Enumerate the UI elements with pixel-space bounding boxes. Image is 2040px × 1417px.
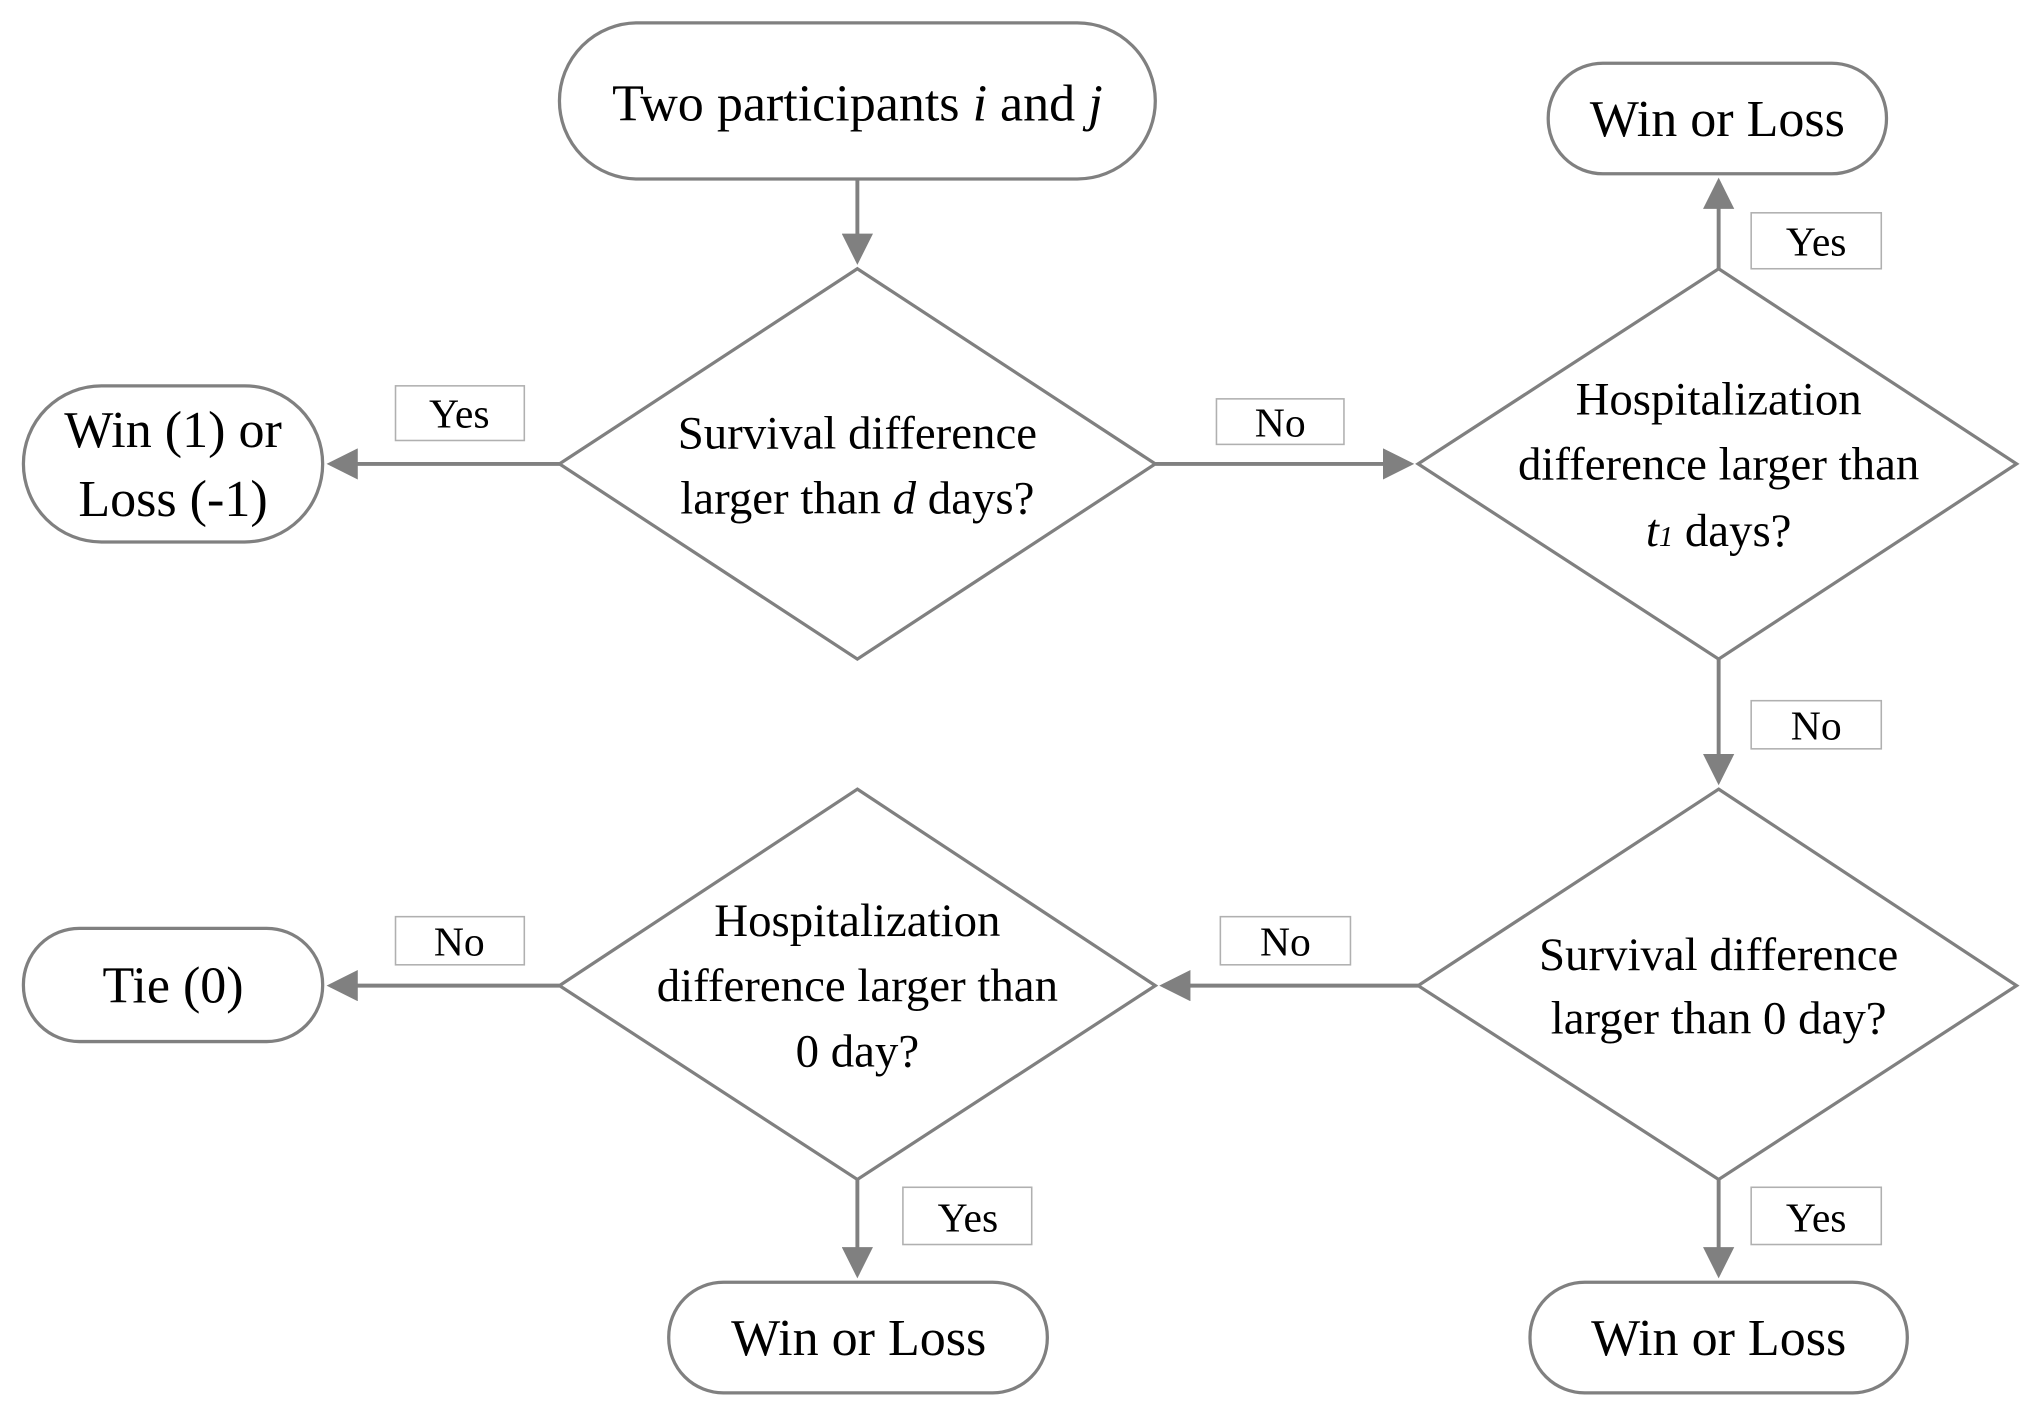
start-node: Two participants i and j <box>557 21 1157 181</box>
svg-text:Survival difference: Survival difference <box>678 407 1037 459</box>
svg-text:No: No <box>1260 920 1311 966</box>
svg-text:Hospitalization: Hospitalization <box>714 895 1000 947</box>
svg-text:Tie (0): Tie (0) <box>102 958 243 1015</box>
svg-text:Two participants i and j: Two participants i and j <box>612 75 1103 132</box>
svg-text:t1 days?: t1 days? <box>1646 505 1792 557</box>
label-d1-yes: Yes <box>394 385 526 442</box>
decision-hospitalization-0: Hospitalization difference larger than 0… <box>556 787 1159 1182</box>
label-d2-yes: Yes <box>1750 212 1883 270</box>
decision-survival-d: Survival difference larger than d days? <box>556 266 1159 662</box>
svg-text:Yes: Yes <box>1786 1196 1847 1242</box>
svg-text:No: No <box>1255 401 1306 447</box>
terminal-bottom-right: Win or Loss <box>1528 1280 1909 1395</box>
svg-text:Win or Loss: Win or Loss <box>1591 1310 1846 1367</box>
label-d4-yes: Yes <box>902 1186 1033 1246</box>
decision-hospitalization-t1: Hospitalization difference larger than t… <box>1415 266 2020 662</box>
label-d2-no: No <box>1750 699 1883 750</box>
svg-text:Loss (-1): Loss (-1) <box>78 471 267 528</box>
svg-text:Win or Loss: Win or Loss <box>731 1310 986 1367</box>
svg-text:Hospitalization: Hospitalization <box>1576 373 1862 425</box>
svg-text:Win (1) or: Win (1) or <box>64 402 282 459</box>
terminal-bottom-middle: Win or Loss <box>667 1280 1049 1395</box>
svg-text:Survival difference: Survival difference <box>1539 929 1898 981</box>
svg-text:Yes: Yes <box>429 391 490 437</box>
decision-survival-0: Survival difference larger than 0 day? <box>1415 787 2020 1182</box>
label-d3-no: No <box>1219 915 1352 966</box>
label-d3-yes: Yes <box>1750 1186 1883 1246</box>
svg-text:larger than 0 day?: larger than 0 day? <box>1551 993 1887 1045</box>
svg-text:difference larger than: difference larger than <box>1518 439 1919 491</box>
svg-text:No: No <box>434 920 485 966</box>
svg-text:No: No <box>1791 704 1842 750</box>
terminal-win-loss-score: Win (1) or Loss (-1) <box>21 384 325 544</box>
terminal-tie: Tie (0) <box>21 926 325 1044</box>
svg-text:Win or Loss: Win or Loss <box>1590 91 1845 148</box>
svg-text:larger than d days?: larger than d days? <box>680 472 1034 524</box>
svg-text:0 day?: 0 day? <box>796 1025 920 1077</box>
svg-text:difference larger than: difference larger than <box>657 960 1058 1012</box>
svg-text:Yes: Yes <box>1786 220 1847 266</box>
label-d4-no: No <box>394 915 526 966</box>
label-d1-no: No <box>1215 398 1345 447</box>
svg-text:Yes: Yes <box>938 1196 999 1242</box>
terminal-top-right: Win or Loss <box>1546 61 1889 176</box>
